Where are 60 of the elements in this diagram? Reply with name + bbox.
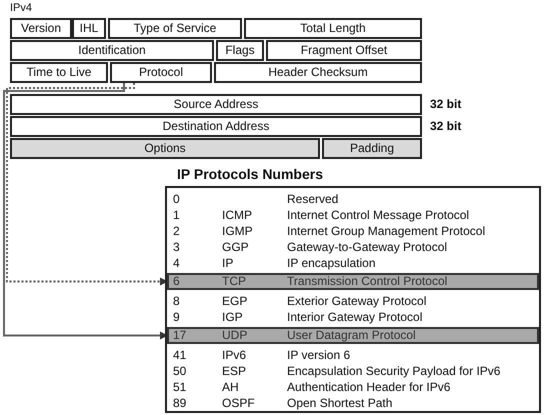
header-field: IHL — [72, 18, 106, 39]
protocol-keyword: IP — [222, 256, 234, 270]
protocol-number: 9 — [173, 310, 180, 324]
protocol-name: Encapsulation Security Payload for IPv6 — [287, 364, 500, 378]
protocol-name: User Datagram Protocol — [287, 329, 416, 342]
bit-width-label: 32 bit — [430, 97, 462, 111]
protocol-name: Internet Control Message Protocol — [287, 208, 470, 222]
protocol-name: Authentication Header for IPv6 — [287, 380, 450, 394]
protocol-name: Interior Gateway Protocol — [287, 310, 422, 324]
protocol-number: 6 — [173, 275, 180, 288]
header-field: Header Checksum — [214, 62, 422, 83]
protocol-name: IP encapsulation — [287, 256, 376, 270]
protocol-number: 51 — [173, 380, 186, 394]
protocol-name: Reserved — [287, 192, 338, 206]
protocol-keyword: IPv6 — [222, 348, 246, 362]
protocol-name: IP version 6 — [287, 348, 350, 362]
header-field: Fragment Offset — [266, 40, 422, 61]
protocol-number: 50 — [173, 364, 186, 378]
protocol-number: 2 — [173, 224, 180, 238]
header-field: Source Address — [10, 94, 422, 115]
protocol-number: 8 — [173, 294, 180, 308]
protocol-number: 0 — [173, 192, 180, 206]
protocol-keyword: IGMP — [222, 224, 253, 238]
bit-width-label: 32 bit — [430, 119, 462, 133]
header-field: Protocol — [110, 62, 212, 83]
header-field: Total Length — [244, 18, 422, 39]
protocol-keyword: EGP — [222, 294, 248, 308]
protocol-number: 1 — [173, 208, 180, 222]
diagram-title: IPv4 — [10, 2, 32, 14]
protocol-keyword: ESP — [222, 364, 246, 378]
protocol-number: 3 — [173, 240, 180, 254]
protocol-name: Internet Group Management Protocol — [287, 224, 486, 238]
header-field: Type of Service — [108, 18, 242, 39]
protocol-name: Transmission Control Protocol — [287, 275, 448, 288]
header-field: Destination Address — [10, 116, 422, 137]
table-title: IP Protocols Numbers — [177, 166, 324, 182]
header-field: Options — [10, 138, 320, 159]
arrow — [3, 83, 168, 340]
protocol-keyword: ICMP — [222, 208, 252, 222]
protocol-keyword: GGP — [222, 240, 249, 254]
protocol-number: 17 — [173, 329, 186, 342]
protocol-keyword: AH — [222, 380, 239, 394]
protocol-name: Exterior Gateway Protocol — [287, 294, 426, 308]
protocol-keyword: IGP — [222, 310, 243, 324]
protocol-keyword: UDP — [222, 329, 248, 342]
highlighted-row — [167, 273, 539, 290]
protocol-name: Gateway-to-Gateway Protocol — [287, 240, 448, 254]
protocol-name: Open Shortest Path — [287, 396, 392, 410]
header-field: Identification — [10, 40, 214, 61]
header-field: Padding — [322, 138, 422, 159]
protocol-number: 4 — [173, 256, 180, 270]
protocol-number: 41 — [173, 348, 186, 362]
protocol-keyword: TCP — [222, 275, 246, 288]
header-field: Version — [10, 18, 72, 39]
protocol-number: 89 — [173, 396, 186, 410]
protocol-keyword: OSPF — [222, 396, 255, 410]
header-field: Time to Live — [10, 62, 108, 83]
arrow — [6, 82, 168, 286]
highlighted-row — [167, 327, 539, 344]
header-field: Flags — [216, 40, 264, 61]
